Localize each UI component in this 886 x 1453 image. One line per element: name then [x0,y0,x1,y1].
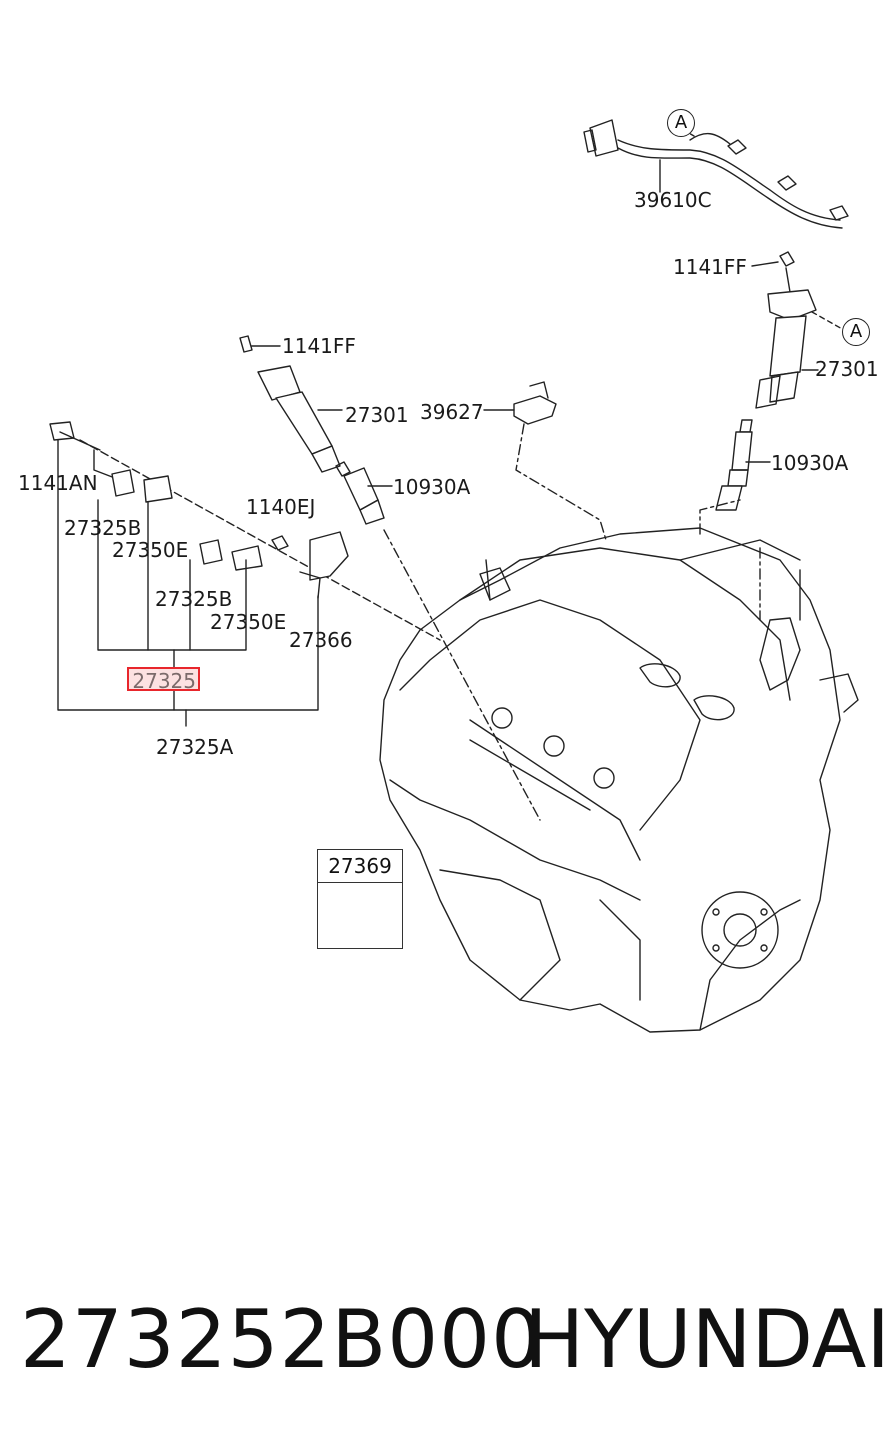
label-harness-39610c: 39610C [634,188,712,212]
wiring-harness-39610c [583,119,849,229]
label-bolt-1140ej: 1140EJ [246,495,316,519]
engine-block [379,499,859,1033]
parts-diagram: A A 39610C 1141FF 27301 10930A 1141FF 27… [18,109,879,1033]
label-bracket-39627: 39627 [420,400,484,424]
label-coil-right: 27301 [815,357,879,381]
brand-name: HYUNDAI [524,1293,886,1386]
label-sensor-27350e-2: 27350E [210,610,287,634]
part-number: 273252B000 [20,1293,543,1386]
connector-a-callout-right: A [842,318,870,346]
inset-box-title: 27369 [318,850,402,883]
label-plug-right: 10930A [771,451,849,475]
ignition-coil-right [751,251,845,409]
label-plug-left: 10930A [393,475,471,499]
knock-sensor-assembly [49,421,441,727]
highlighted-part-27325[interactable]: 27325 [127,667,200,693]
label-sensor-27325b-1: 27325B [64,516,142,540]
connector-a-callout-top: A [667,109,695,137]
bracket-39627 [483,381,607,541]
label-sensor-27325b-2: 27325B [155,587,233,611]
label-sensor-27350e-1: 27350E [112,538,189,562]
inset-box-27369: 27369 [317,849,403,949]
label-bolt-left: 1141FF [282,334,356,358]
label-assembly-27325a: 27325A [156,735,234,759]
spark-plug-right [715,419,771,511]
footer: 273252B000 HYUNDAI [0,1290,886,1400]
label-bolt-right: 1141FF [673,255,747,279]
ignition-coil-left [239,335,343,473]
label-coil-left: 27301 [345,403,409,427]
label-bolt-1141an: 1141AN [18,471,98,495]
engine-exploded-view [49,119,859,1033]
spark-plug-left [335,461,541,821]
label-bracket-27366: 27366 [289,628,353,652]
